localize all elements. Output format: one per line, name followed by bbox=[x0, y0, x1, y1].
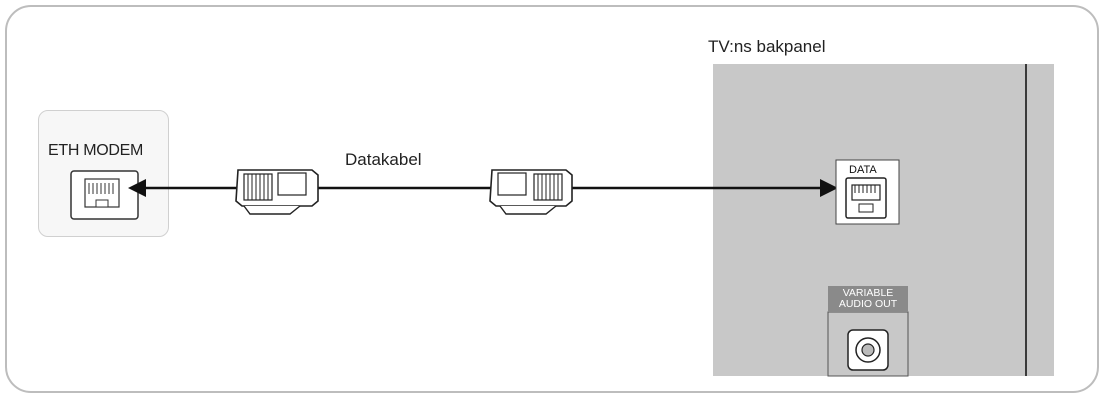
audio-out-jack-icon bbox=[827, 311, 909, 377]
audio-out-label-line2: AUDIO OUT bbox=[838, 298, 898, 310]
arrowhead-left-icon bbox=[128, 179, 146, 197]
eth-modem-label: ETH MODEM bbox=[48, 142, 144, 159]
rj45-plug-right-icon bbox=[489, 169, 573, 215]
tv-panel-divider bbox=[1025, 64, 1027, 376]
audio-out-label-line1: VARIABLE bbox=[842, 287, 894, 299]
audio-out-label: VARIABLE AUDIO OUT bbox=[828, 288, 908, 310]
tv-data-port-icon bbox=[835, 159, 900, 225]
rj45-plug-left-icon bbox=[235, 169, 319, 215]
tv-panel-title: TV:ns bakpanel bbox=[708, 37, 826, 56]
data-cable-label: Datakabel bbox=[345, 150, 422, 169]
arrowhead-right-icon bbox=[820, 179, 838, 197]
audio-out-label-tab: VARIABLE AUDIO OUT bbox=[828, 286, 908, 312]
audio-out-section: VARIABLE AUDIO OUT bbox=[828, 286, 908, 376]
modem-ethernet-port-icon bbox=[70, 170, 139, 220]
tv-data-port-label: DATA bbox=[849, 164, 877, 176]
